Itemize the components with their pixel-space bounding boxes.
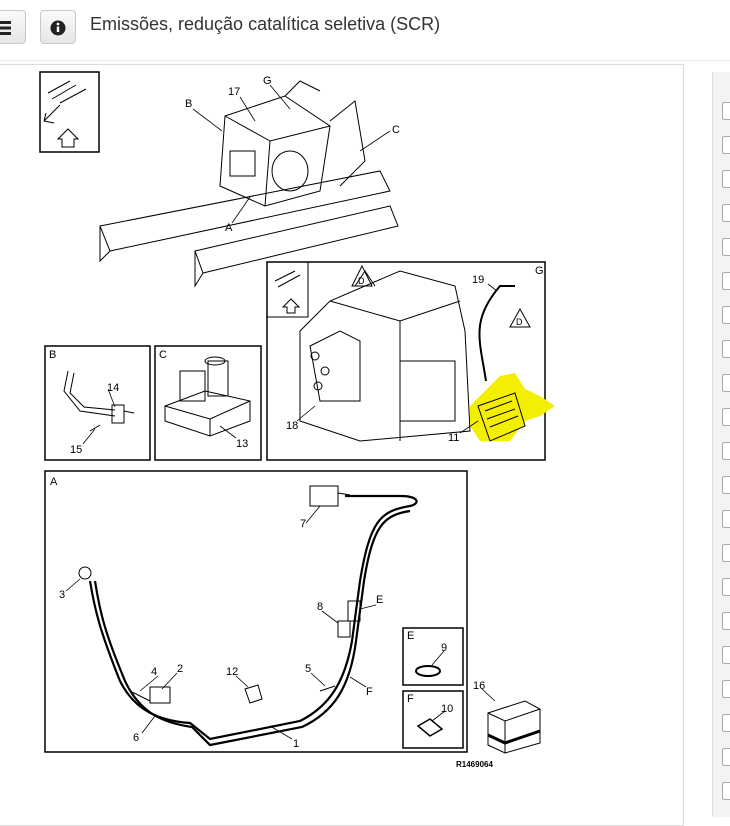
detail-f-box bbox=[402, 690, 464, 749]
row-checkbox[interactable] bbox=[722, 578, 730, 596]
label-b: B bbox=[185, 98, 192, 110]
label-10: 10 bbox=[441, 703, 453, 715]
row-checkbox[interactable] bbox=[722, 136, 730, 154]
label-1: 1 bbox=[293, 738, 299, 750]
detail-g-box bbox=[266, 261, 546, 461]
pointer-d-1 bbox=[351, 264, 373, 287]
info-icon bbox=[50, 20, 66, 36]
hose-assembly-b bbox=[63, 370, 135, 432]
label-5: 5 bbox=[305, 663, 311, 675]
page-title: Emissões, redução catalítica seletiva (S… bbox=[90, 14, 441, 34]
row-checkbox[interactable] bbox=[722, 680, 730, 698]
row-checkbox[interactable] bbox=[722, 204, 730, 222]
label-f: F bbox=[366, 686, 373, 698]
view-orientation-box bbox=[39, 71, 100, 153]
label-a: A bbox=[225, 222, 233, 234]
row-checkbox[interactable] bbox=[722, 442, 730, 460]
label-11: 11 bbox=[448, 432, 459, 444]
chassis-rails bbox=[99, 170, 399, 288]
label-8: 8 bbox=[317, 601, 323, 613]
label-15: 15 bbox=[70, 444, 82, 456]
hose-components-a bbox=[78, 485, 361, 704]
detail-b-box bbox=[44, 345, 151, 461]
row-checkbox[interactable] bbox=[722, 374, 730, 392]
label-d-2: D bbox=[516, 317, 523, 327]
label-e: E bbox=[376, 594, 383, 606]
label-d-1: D bbox=[358, 276, 365, 286]
label-2: 2 bbox=[177, 663, 183, 675]
detail-b-label: B bbox=[49, 349, 56, 361]
detail-e-box bbox=[402, 627, 464, 686]
label-16: 16 bbox=[473, 680, 485, 692]
label-9: 9 bbox=[441, 642, 447, 654]
label-7: 7 bbox=[300, 518, 306, 530]
detail-a-box bbox=[44, 470, 468, 753]
label-17: 17 bbox=[228, 86, 240, 98]
row-checkbox[interactable] bbox=[722, 748, 730, 766]
row-checkbox[interactable] bbox=[722, 170, 730, 188]
label-4: 4 bbox=[151, 666, 157, 678]
row-checkbox[interactable] bbox=[722, 102, 730, 120]
row-checkbox[interactable] bbox=[722, 340, 730, 358]
row-checkbox[interactable] bbox=[722, 714, 730, 732]
part-16-box bbox=[487, 700, 541, 754]
detail-f-label: F bbox=[407, 693, 414, 705]
label-12: 12 bbox=[226, 666, 238, 678]
label-3: 3 bbox=[59, 589, 65, 601]
hose-line-a bbox=[88, 494, 418, 747]
detail-a-label: A bbox=[50, 476, 58, 488]
row-checkbox[interactable] bbox=[722, 544, 730, 562]
urea-tank-detail bbox=[299, 270, 471, 442]
detail-g-label: G bbox=[535, 265, 544, 277]
scr-parts-diagram: B 17 G C A G D D 19 18 11 B 14 15 C 13 A… bbox=[39, 71, 555, 769]
row-checkbox[interactable] bbox=[722, 476, 730, 494]
right-checkbox-column bbox=[712, 72, 730, 817]
ecu-module bbox=[477, 392, 526, 442]
menu-button[interactable] bbox=[0, 10, 26, 44]
row-checkbox[interactable] bbox=[722, 272, 730, 290]
top-toolbar: Emissões, redução catalítica seletiva (S… bbox=[0, 0, 730, 61]
view-orientation-icon bbox=[43, 80, 87, 148]
label-c: C bbox=[392, 124, 400, 136]
detail-c-box bbox=[154, 345, 262, 461]
row-checkbox[interactable] bbox=[722, 612, 730, 630]
scr-tank-assembly bbox=[219, 80, 366, 207]
row-checkbox[interactable] bbox=[722, 510, 730, 528]
dosing-pump-c bbox=[164, 356, 251, 437]
figure-reference: R1469064 bbox=[456, 760, 493, 769]
pointer-d-2 bbox=[509, 307, 531, 328]
detail-c-label: C bbox=[159, 349, 167, 361]
detail-e-label: E bbox=[407, 630, 414, 642]
row-checkbox[interactable] bbox=[722, 306, 730, 324]
label-18: 18 bbox=[286, 420, 298, 432]
row-checkbox[interactable] bbox=[722, 782, 730, 800]
row-checkbox[interactable] bbox=[722, 408, 730, 426]
label-14: 14 bbox=[107, 382, 119, 394]
label-13: 13 bbox=[236, 438, 248, 450]
label-6: 6 bbox=[133, 732, 139, 744]
row-checkbox[interactable] bbox=[722, 646, 730, 664]
hamburger-menu-icon bbox=[0, 21, 11, 35]
content-panel: B 17 G C A G D D 19 18 11 B 14 15 C 13 A… bbox=[0, 64, 684, 826]
clip-f bbox=[416, 718, 444, 737]
row-checkbox[interactable] bbox=[722, 238, 730, 256]
info-button[interactable] bbox=[40, 10, 76, 44]
hose-clamp-e bbox=[415, 665, 441, 677]
label-g: G bbox=[263, 75, 272, 87]
label-19: 19 bbox=[472, 274, 484, 286]
